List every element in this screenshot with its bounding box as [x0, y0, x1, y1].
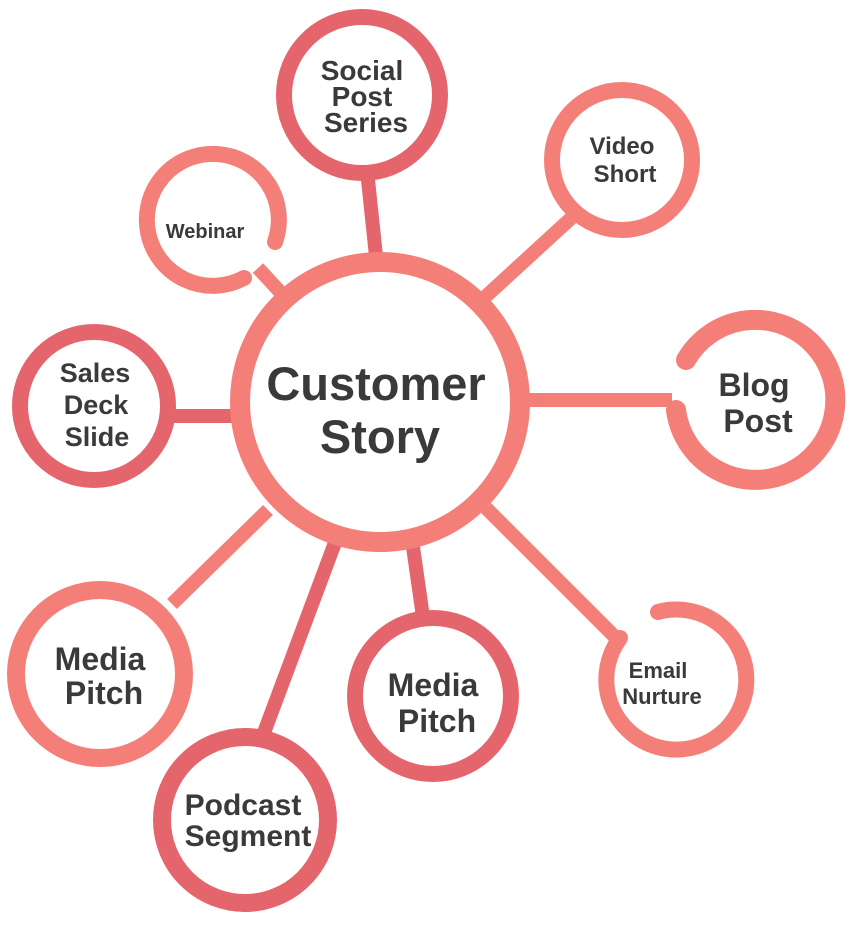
- node-sales-deck-slide: Sales Deck Slide: [12, 324, 176, 488]
- node-label: Media: [388, 667, 479, 703]
- connector-video: [479, 204, 585, 304]
- node-media-pitch-center: Media Pitch: [347, 610, 519, 782]
- node-label: Pitch: [65, 675, 143, 711]
- node-label: Short: [594, 161, 657, 188]
- node-label: Slide: [65, 422, 130, 452]
- connector-pitch-left: [167, 504, 273, 610]
- node-social-post-series: Social Post Series: [276, 9, 448, 181]
- node-label: Blog: [718, 367, 789, 403]
- node-media-pitch-left: Media Pitch: [7, 581, 193, 767]
- connector-webinar: [252, 263, 288, 299]
- node-label: Segment: [185, 820, 312, 853]
- connector-podcast: [255, 537, 343, 741]
- connector-email: [481, 503, 623, 645]
- connector-pitch-center: [405, 539, 431, 625]
- center-label-line2: Story: [320, 410, 440, 463]
- node-label: Post: [332, 81, 393, 112]
- connector-social: [361, 179, 383, 257]
- node-label: Social: [321, 55, 403, 86]
- node-label: Pitch: [398, 703, 476, 739]
- center-label-line1: Customer: [266, 357, 485, 410]
- connectors: [167, 179, 672, 741]
- node-label: Nurture: [622, 684, 701, 709]
- node-webinar: Webinar: [138, 145, 287, 294]
- node-label: Email: [629, 658, 688, 683]
- node-label: Video: [590, 133, 655, 160]
- center-node: Customer Story: [230, 252, 530, 552]
- node-podcast-segment: Podcast Segment: [153, 728, 337, 912]
- node-label: Post: [723, 403, 793, 439]
- node-label: Series: [324, 107, 408, 138]
- node-label: Media: [55, 641, 146, 677]
- node-video-short: Video Short: [544, 82, 700, 238]
- node-label: Webinar: [166, 221, 245, 243]
- node-label: Deck: [64, 390, 130, 420]
- node-email-nurture: Email Nurture: [598, 601, 755, 758]
- node-blog-post: Blog Post: [666, 309, 846, 490]
- node-label: Podcast: [185, 789, 302, 822]
- node-label: Sales: [60, 358, 131, 388]
